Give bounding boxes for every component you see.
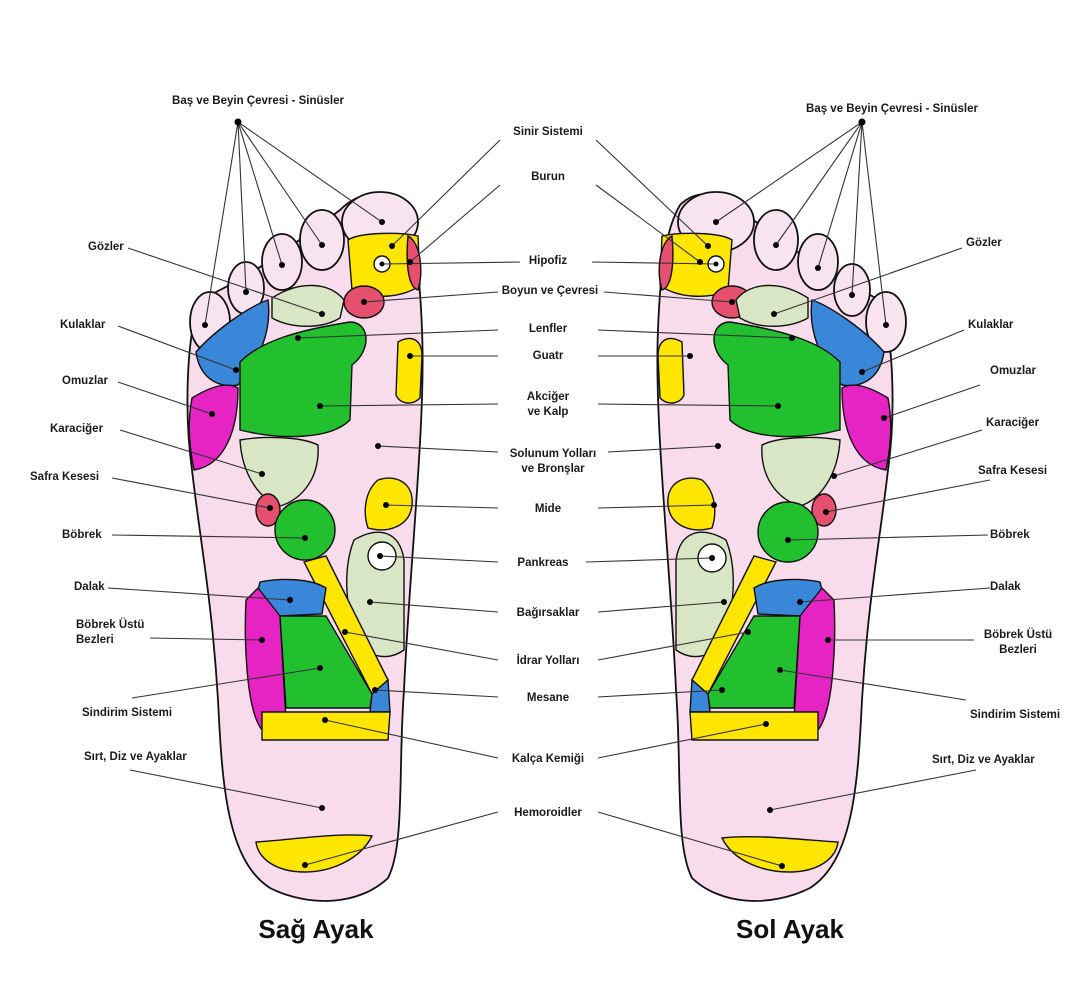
left-zone-liver: [761, 436, 841, 507]
label-kidney-right: Böbrek: [62, 529, 102, 541]
label-eyes-left: Gözler: [966, 237, 1002, 249]
right-zone-hemorrhoid: [255, 834, 374, 873]
label-hip: Kalça Kemiği: [512, 753, 584, 765]
label-hemorrhoids: Hemoroidler: [514, 807, 582, 819]
left-zone-thyroid: [657, 337, 685, 404]
label-lungs-1: Akciğer: [527, 391, 570, 403]
label-spleen-right: Dalak: [74, 581, 105, 593]
right-zone-thyroid: [395, 337, 423, 404]
label-ears-right: Kulaklar: [60, 319, 106, 331]
label-thyroid: Guatr: [533, 350, 564, 362]
label-intestines: Bağırsaklar: [517, 607, 580, 619]
right-zone-lungs: [239, 321, 367, 438]
label-liver-right: Karaciğer: [50, 423, 104, 435]
label-eyes-right: Gözler: [88, 241, 124, 253]
right-zone-hip: [261, 711, 391, 741]
label-urinary: İdrar Yolları: [517, 654, 580, 667]
label-head-right: Baş ve Beyin Çevresi - Sinüsler: [172, 95, 344, 107]
labels: Baş ve Beyin Çevresi - Sinüsler Baş ve B…: [30, 95, 1060, 944]
label-stomach: Mide: [535, 503, 561, 515]
caption-left-foot: Sol Ayak: [736, 914, 844, 944]
label-adrenal-left-2: Bezleri: [999, 644, 1037, 656]
label-shoulders-right: Omuzlar: [62, 375, 109, 387]
right-zone-kidney: [274, 499, 336, 561]
label-digestion-left: Sindirim Sistemi: [970, 709, 1060, 721]
label-gallbladder-right: Safra Kesesi: [30, 471, 99, 483]
caption-right-foot: Sağ Ayak: [258, 914, 374, 944]
label-gallbladder-left: Safra Kesesi: [978, 465, 1047, 477]
label-lymph: Lenfler: [529, 323, 568, 335]
label-shoulders-left: Omuzlar: [990, 365, 1037, 377]
left-zone-lungs: [713, 321, 841, 438]
label-adrenal-right-1: Böbrek Üstü: [76, 618, 144, 631]
leader-lines: [107, 118, 991, 869]
label-adrenal-left-1: Böbrek Üstü: [984, 628, 1052, 641]
label-liver-left: Karaciğer: [986, 417, 1040, 429]
left-zone-hemorrhoid: [720, 835, 839, 873]
right-zone-eyes: [271, 284, 345, 327]
label-back-left: Sırt, Diz ve Ayaklar: [932, 754, 1035, 766]
label-back-right: Sırt, Diz ve Ayaklar: [84, 751, 187, 763]
right-toe-2: [299, 209, 345, 271]
label-kidney-left: Böbrek: [990, 529, 1030, 541]
label-spleen-left: Dalak: [990, 581, 1021, 593]
right-zone-liver: [239, 436, 319, 507]
right-foot: [186, 191, 424, 902]
label-digestion-right: Sindirim Sistemi: [82, 707, 172, 719]
label-adrenal-right-2: Bezleri: [76, 634, 114, 646]
left-toe-3: [797, 233, 839, 291]
label-respiratory-2: ve Bronşlar: [521, 463, 585, 475]
label-pancreas: Pankreas: [517, 557, 568, 569]
label-respiratory-1: Solunum Yolları: [510, 448, 596, 460]
label-nervous-system: Sinir Sistemi: [513, 126, 583, 138]
left-zone-kidney: [757, 501, 819, 563]
label-nose: Burun: [531, 171, 565, 183]
label-lungs-2: ve Kalp: [528, 406, 569, 418]
label-pituitary: Hipofiz: [529, 255, 568, 267]
label-bladder: Mesane: [527, 692, 569, 704]
label-ears-left: Kulaklar: [968, 319, 1014, 331]
label-head-left: Baş ve Beyin Çevresi - Sinüsler: [806, 103, 978, 115]
label-neck: Boyun ve Çevresi: [502, 285, 599, 297]
right-zone-shoulder: [188, 384, 239, 471]
left-foot: [656, 191, 907, 902]
left-zone-eyes: [735, 284, 809, 327]
left-zone-shoulder: [841, 384, 892, 471]
left-toe-2: [753, 209, 799, 271]
